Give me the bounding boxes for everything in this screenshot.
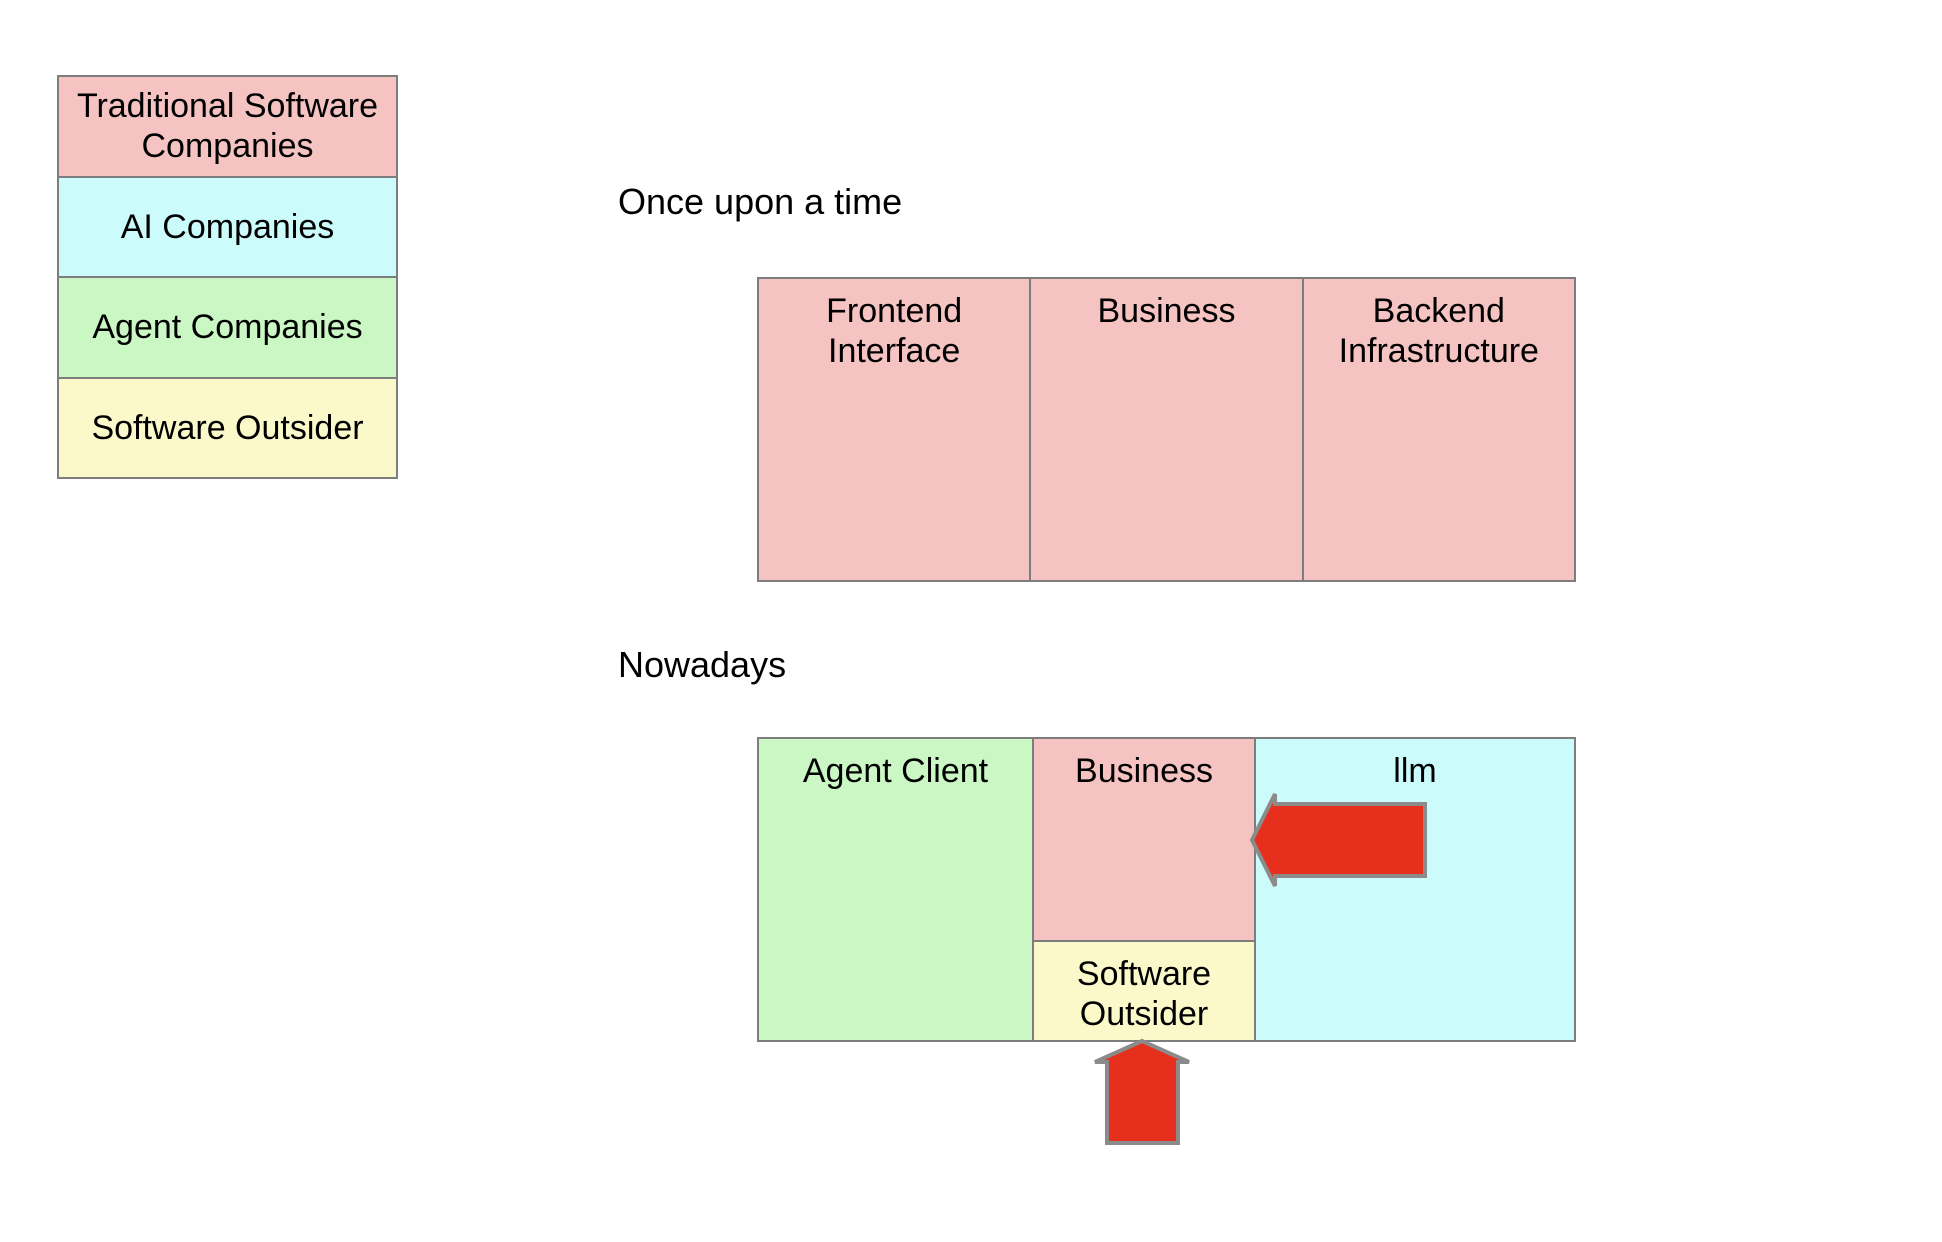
cell-agent-client: Agent Client <box>759 739 1032 1040</box>
cell-frontend-interface: Frontend Interface <box>759 279 1030 580</box>
cell-llm: llm <box>1256 739 1574 1040</box>
cell-label: llm <box>1393 752 1437 790</box>
legend-item-agent-companies: Agent Companies <box>59 276 396 377</box>
arrow-up-icon <box>1094 1038 1190 1145</box>
section-title-once-upon-a-time: Once upon a time <box>618 181 903 222</box>
cell-label: Business <box>1075 752 1213 790</box>
legend-item-traditional-software-companies: Traditional Software Companies <box>59 77 396 176</box>
cell-label: Business <box>1097 292 1236 330</box>
table-nowadays: Agent Client Business Software Outsider … <box>757 737 1576 1042</box>
section-title-nowadays: Nowadays <box>618 644 787 685</box>
legend-label: AI Companies <box>120 207 335 246</box>
cell-label: Agent Client <box>802 752 989 790</box>
cell-software-outsider: Software Outsider <box>1034 940 1254 1040</box>
cell-label: Software Outsider <box>1076 955 1212 1033</box>
table-once-upon-a-time: Frontend Interface Business Backend Infr… <box>757 277 1576 582</box>
cell-business-now: Business <box>1034 739 1254 940</box>
arrow-left-icon <box>1249 793 1427 887</box>
cell-business-once: Business <box>1029 279 1302 580</box>
legend-label: Software Outsider <box>91 408 364 447</box>
legend-item-ai-companies: AI Companies <box>59 175 396 276</box>
column-business-outsider: Business Software Outsider <box>1032 739 1256 1040</box>
legend-item-software-outsider: Software Outsider <box>59 376 396 477</box>
legend-label: Traditional Software Companies <box>76 87 379 166</box>
cell-label: Backend Infrastructure <box>1338 292 1539 370</box>
cell-backend-infrastructure: Backend Infrastructure <box>1301 279 1574 580</box>
legend: Traditional Software Companies AI Compan… <box>57 75 398 479</box>
legend-label: Agent Companies <box>92 308 363 347</box>
cell-label: Frontend Interface <box>826 292 963 370</box>
